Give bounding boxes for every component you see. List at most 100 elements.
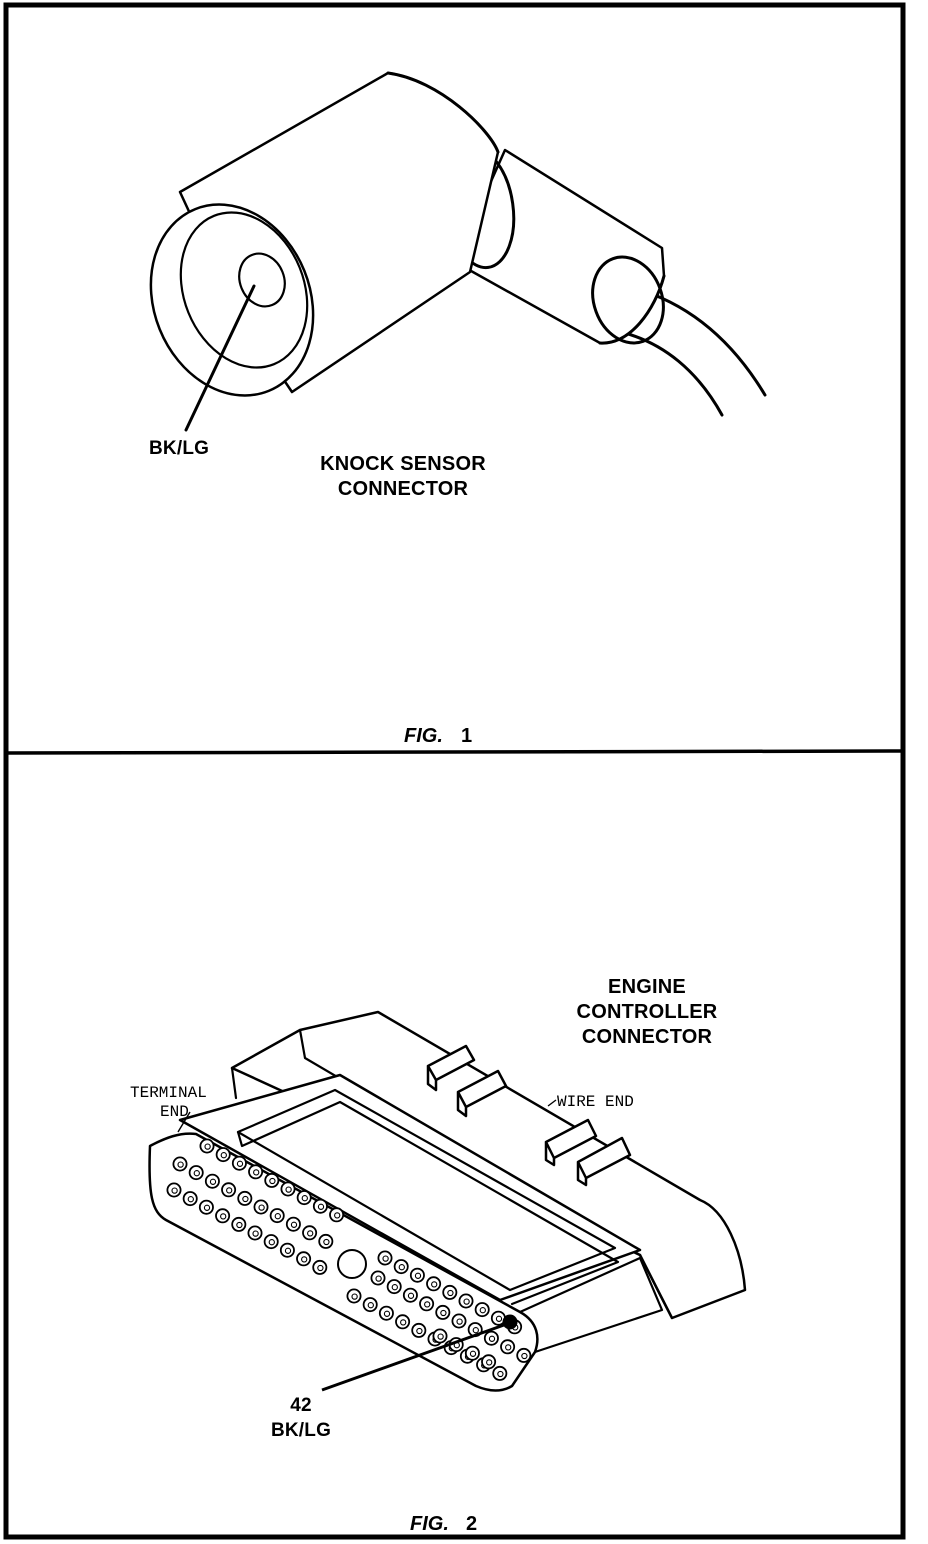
pin-cavity bbox=[269, 1208, 285, 1224]
terminal-end-leader bbox=[177, 1111, 191, 1133]
pin-cavity bbox=[432, 1328, 448, 1344]
fig1-wire-label: BK/LG bbox=[149, 438, 209, 459]
pin-cavity bbox=[395, 1314, 411, 1330]
pin-cavity bbox=[172, 1156, 188, 1172]
wire-end-leader bbox=[547, 1099, 557, 1107]
pin-cavity-mark bbox=[171, 1187, 178, 1194]
page-frame bbox=[3, 2, 906, 1540]
pin-cavity bbox=[492, 1365, 508, 1381]
pin-cavity bbox=[279, 1242, 295, 1258]
pin-cavity-mark bbox=[204, 1143, 211, 1150]
pin-cavity-mark bbox=[252, 1230, 259, 1237]
pin-cavity bbox=[402, 1287, 418, 1303]
pin-cavity-mark bbox=[398, 1264, 405, 1271]
pin-cavity bbox=[231, 1155, 247, 1171]
pin-cavity bbox=[302, 1225, 318, 1241]
pin-cavity bbox=[253, 1199, 269, 1215]
pin-cavity bbox=[481, 1354, 497, 1370]
pin-cavity-mark bbox=[521, 1352, 528, 1360]
pin-cavity bbox=[516, 1347, 532, 1363]
pin-cavity bbox=[411, 1322, 427, 1338]
pin-cavity bbox=[409, 1267, 425, 1283]
fig2-title-line2: CONTROLLER bbox=[577, 1001, 718, 1023]
pin-cavity-mark bbox=[290, 1221, 298, 1228]
pin-cavity bbox=[221, 1182, 237, 1198]
connector-key-hole bbox=[337, 1249, 367, 1279]
pin-cavity-mark bbox=[505, 1344, 512, 1351]
pin-cavity-mark bbox=[407, 1292, 415, 1299]
fig1-caption-number: 1 bbox=[461, 725, 472, 747]
pin-cavity-mark bbox=[193, 1170, 200, 1177]
pin-cavity bbox=[204, 1173, 220, 1189]
pin-cavity bbox=[442, 1284, 458, 1300]
pin-cavity bbox=[393, 1259, 409, 1275]
pin-42-cavity bbox=[502, 1314, 518, 1330]
pin-cavity bbox=[451, 1313, 467, 1329]
fig1-title-line1: KNOCK SENSOR bbox=[320, 453, 486, 475]
pin-cavity-mark bbox=[317, 1203, 325, 1210]
pin-cavity bbox=[198, 1199, 214, 1215]
pin-cavity bbox=[483, 1330, 499, 1346]
fig1-title-line2: CONNECTOR bbox=[338, 478, 469, 500]
fig2-title-line1: ENGINE bbox=[608, 976, 686, 998]
pin-cavity-mark bbox=[486, 1359, 493, 1366]
pin-cavity bbox=[346, 1288, 362, 1304]
pin-cavity-mark bbox=[414, 1272, 422, 1279]
pin-cavity-mark bbox=[284, 1247, 292, 1254]
wire-end-label: WIRE END bbox=[557, 1093, 634, 1111]
pin-cavity bbox=[426, 1276, 442, 1292]
pin-cavity-mark bbox=[187, 1196, 194, 1203]
pin-cavity-mark bbox=[383, 1310, 391, 1317]
pin-cavity-mark bbox=[203, 1204, 211, 1211]
pin-cavity bbox=[188, 1165, 204, 1181]
pin-cavity-mark bbox=[416, 1327, 423, 1335]
pin-cavity bbox=[215, 1147, 231, 1163]
pin-cavity-mark bbox=[209, 1178, 217, 1185]
pin-cavity-mark bbox=[253, 1169, 260, 1176]
pin-cavity-mark bbox=[285, 1186, 292, 1193]
pin-cavity-mark bbox=[258, 1204, 265, 1211]
pin-cavity bbox=[215, 1208, 231, 1224]
connector-pin-grid bbox=[166, 1138, 532, 1381]
knock-sensor-connector-drawing bbox=[149, 71, 767, 432]
pin-cavity bbox=[435, 1304, 451, 1320]
pin-cavity bbox=[458, 1293, 474, 1309]
fig1-caption-fig: FIG. bbox=[404, 725, 443, 747]
pin-cavity-mark bbox=[301, 1195, 308, 1202]
fig2-caption-fig: FIG. bbox=[410, 1513, 449, 1535]
pin-cavity-mark bbox=[301, 1256, 308, 1263]
pin-cavity-mark bbox=[274, 1213, 281, 1220]
pin-cavity bbox=[419, 1296, 435, 1312]
pin-cavity-mark bbox=[472, 1327, 479, 1334]
pin-cavity bbox=[231, 1216, 247, 1232]
pin-cavity bbox=[500, 1339, 516, 1355]
pin-cavity bbox=[182, 1191, 198, 1207]
pin-cavity bbox=[370, 1270, 386, 1286]
pin-cavity bbox=[263, 1234, 279, 1250]
fig2-caption-number: 2 bbox=[466, 1513, 477, 1535]
pin-cavity-mark bbox=[488, 1335, 496, 1342]
pin-cavity-mark bbox=[269, 1177, 276, 1185]
pin-cavity bbox=[264, 1172, 280, 1188]
pin-cavity bbox=[247, 1225, 263, 1241]
pin-cavity-mark bbox=[456, 1318, 463, 1325]
pin-cavity bbox=[464, 1345, 480, 1361]
pin-cavity bbox=[378, 1305, 394, 1321]
pin-cavity bbox=[285, 1216, 301, 1232]
pin-cavity bbox=[312, 1198, 328, 1214]
pin-cavity bbox=[166, 1182, 182, 1198]
pin-cavity-mark bbox=[177, 1161, 184, 1168]
pin-cavity-mark bbox=[400, 1319, 407, 1326]
pin-cavity-mark bbox=[437, 1333, 444, 1340]
pin-cavity-mark bbox=[463, 1298, 470, 1305]
pin-cavity bbox=[199, 1138, 215, 1154]
pin-cavity-mark bbox=[391, 1284, 398, 1291]
pin-cavity bbox=[312, 1259, 328, 1275]
pin-cavity-mark bbox=[424, 1301, 431, 1308]
pin-cavity-mark bbox=[323, 1238, 330, 1246]
pin-cavity-mark bbox=[382, 1255, 389, 1262]
pin-cavity-mark bbox=[447, 1289, 454, 1297]
pin-cavity-mark bbox=[495, 1315, 503, 1322]
pin-cavity-mark bbox=[268, 1239, 275, 1246]
